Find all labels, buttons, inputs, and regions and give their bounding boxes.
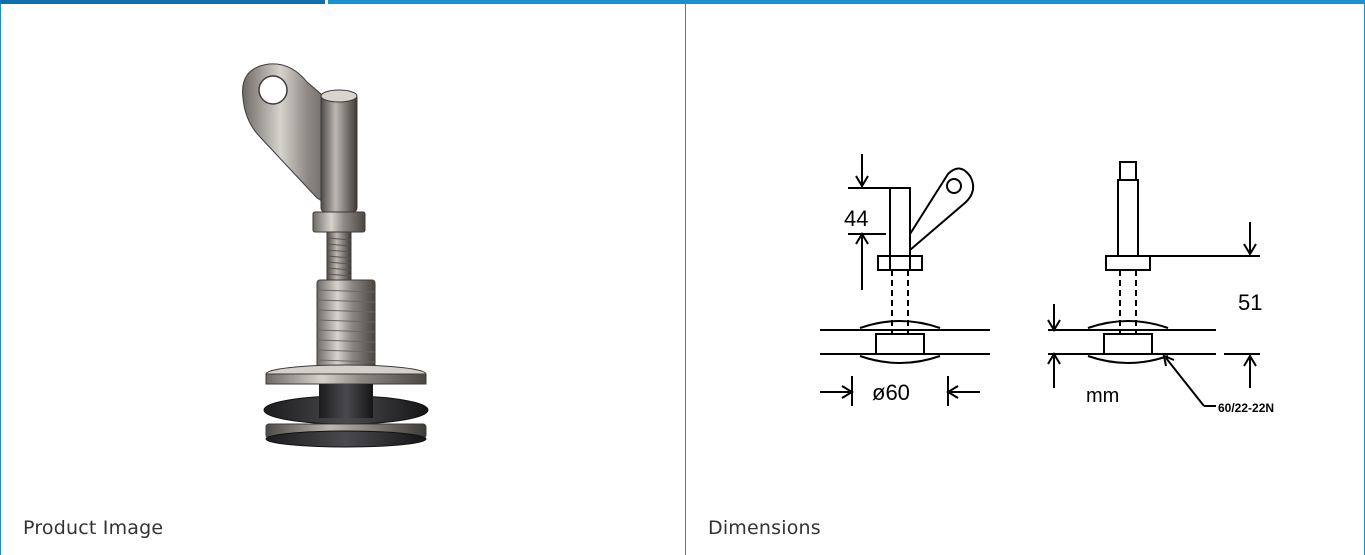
dim-label-unit: mm xyxy=(1086,385,1119,407)
product-image-panel: Product Image xyxy=(0,4,686,555)
dimensions-panel: 44 ø60 51 mm 60/22-22N Dimensions xyxy=(685,4,1365,555)
top-accent-bar xyxy=(0,0,1365,4)
dimensions-caption: Dimensions xyxy=(708,517,821,539)
dim-label-side-height: 51 xyxy=(1238,290,1262,315)
dim-label-height: 44 xyxy=(844,206,868,231)
product-image xyxy=(242,63,429,448)
dim-label-model: 60/22-22N xyxy=(1218,401,1274,415)
product-image-caption: Product Image xyxy=(23,517,164,539)
active-tab-indicator xyxy=(0,0,325,4)
tab-notch xyxy=(325,0,328,6)
dim-label-diameter: ø60 xyxy=(872,380,910,405)
dimensions-drawing: 44 ø60 51 mm 60/22-22N xyxy=(820,154,1274,415)
